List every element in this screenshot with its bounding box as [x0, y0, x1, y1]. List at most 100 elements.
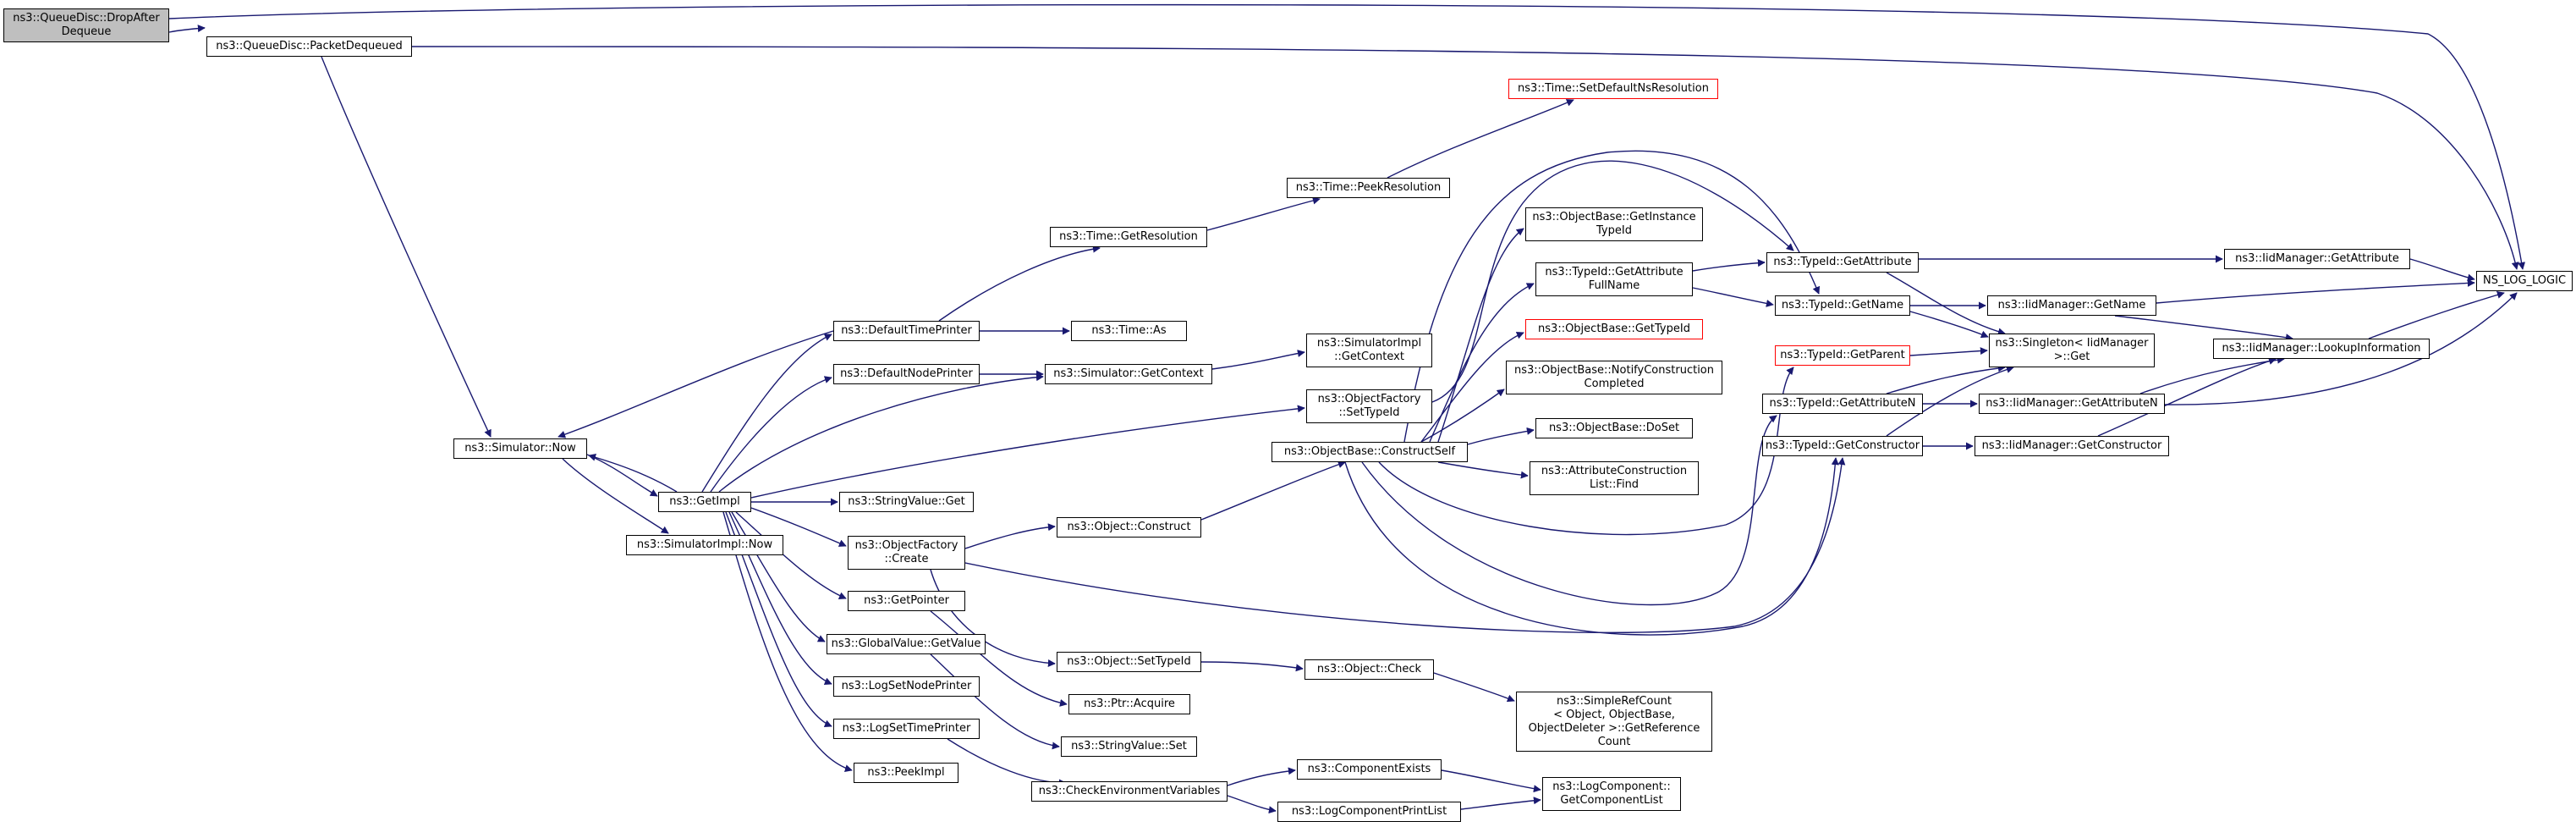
node-typeid-getparent[interactable]: ns3::TypeId::GetParent: [1775, 345, 1910, 366]
edge-iidmanager-getname-to-ns-log-logic: [2156, 278, 2475, 304]
node-time-getresolution[interactable]: ns3::Time::GetResolution: [1050, 227, 1207, 247]
edge-iidmanager-getconstructor-to-lookupinformation: [2097, 357, 2277, 437]
edge-object-construct-to-constructself: [1200, 460, 1346, 521]
edge-packetdequeued-to-simulator-now: [321, 56, 492, 438]
edge-getpointer-to-ptr-acquire: [930, 610, 1068, 707]
edge-getimpl-to-getpointer: [735, 511, 847, 599]
edge-getimpl-to-peekimpl: [722, 511, 853, 772]
edge-constructself-to-objectbase-doset: [1467, 427, 1535, 445]
edge-typeid-getattribute-to-singleton-get: [1886, 272, 2006, 336]
edge-object-check-to-simplerefcount: [1433, 672, 1515, 703]
node-singleton-iidmanager-get[interactable]: ns3::Singleton< IidManager >::Get: [1989, 334, 2155, 367]
edge-packetdequeued-to-ns-log-logic: [411, 46, 2519, 270]
node-ns-log-logic[interactable]: NS_LOG_LOGIC: [2476, 271, 2573, 291]
node-objectfactory-settypeid[interactable]: ns3::ObjectFactory ::SetTypeId: [1306, 389, 1432, 423]
node-time-setdefaultnsresolution[interactable]: ns3::Time::SetDefaultNsResolution: [1508, 79, 1718, 99]
edge-simulator-now-to-getimpl: [586, 454, 658, 497]
edge-time-peekresolution-to-setdefaultnsresolution: [1387, 99, 1574, 179]
node-queuedisc-packetdequeued[interactable]: ns3::QueueDisc::PacketDequeued: [206, 36, 412, 57]
node-object-construct[interactable]: ns3::Object::Construct: [1057, 517, 1201, 538]
edge-iidmanager-getname-to-lookupinformation: [2114, 315, 2293, 342]
edge-iidmanager-getattribute-to-ns-log-logic: [2409, 258, 2475, 282]
node-iidmanager-lookupinformation[interactable]: ns3::IidManager::LookupInformation: [2213, 339, 2430, 359]
edge-getimpl-to-defaultnodeprinter: [710, 376, 832, 493]
node-logsettimeprinter[interactable]: ns3::LogSetTimePrinter: [833, 719, 980, 739]
node-stringvalue-get[interactable]: ns3::StringValue::Get: [839, 492, 974, 512]
edge-defaulttimeprinter-to-simulator-now: [557, 330, 834, 438]
edge-getimpl-to-globalvalue-getvalue: [731, 511, 826, 642]
edge-constructself-to-typeid-getname: [1403, 150, 1821, 443]
node-objectbase-constructself[interactable]: ns3::ObjectBase::ConstructSelf: [1272, 442, 1468, 462]
node-simulator-now[interactable]: ns3::Simulator::Now: [453, 438, 587, 459]
node-logcomponentprintlist[interactable]: ns3::LogComponentPrintList: [1277, 802, 1461, 822]
edge-dropafterdequeue-to-ns-log-logic: [168, 3, 2526, 270]
edge-objectfactory-create-to-object-construct: [964, 523, 1056, 549]
edge-dropafterdequeue-to-packetdequeued: [168, 25, 206, 33]
edge-iidmanager-getattributen-to-lookupinformation: [2139, 356, 2285, 394]
edge-typeid-getattributen-to-singleton-get: [1886, 364, 2006, 394]
node-peekimpl[interactable]: ns3::PeekImpl: [854, 763, 958, 783]
edge-getimpl-to-defaulttimeprinter: [701, 334, 832, 493]
node-simulator-getcontext[interactable]: ns3::Simulator::GetContext: [1045, 364, 1212, 384]
node-checkenvironmentvariables[interactable]: ns3::CheckEnvironmentVariables: [1031, 781, 1228, 802]
node-defaultnodeprinter[interactable]: ns3::DefaultNodePrinter: [833, 364, 980, 384]
node-objectfactory-create[interactable]: ns3::ObjectFactory ::Create: [848, 536, 965, 570]
edge-object-settypeid-to-object-check: [1200, 661, 1304, 672]
node-objectbase-doset[interactable]: ns3::ObjectBase::DoSet: [1535, 418, 1693, 438]
node-typeid-getattributen[interactable]: ns3::TypeId::GetAttributeN: [1762, 394, 1923, 414]
node-time-as[interactable]: ns3::Time::As: [1071, 321, 1187, 341]
edge-objectfactory-create-to-typeid-getconstructor: [964, 457, 1846, 633]
node-time-peekresolution[interactable]: ns3::Time::PeekResolution: [1287, 178, 1450, 198]
edge-getattributefullname-to-typeid-getname: [1692, 287, 1774, 307]
node-iidmanager-getattributen[interactable]: ns3::IidManager::GetAttributeN: [1979, 394, 2165, 414]
edge-constructself-to-typeid-getconstructor: [1344, 457, 1839, 636]
edge-simulator-getcontext-to-simulatorimpl-getcontext: [1211, 350, 1305, 370]
node-globalvalue-getvalue[interactable]: ns3::GlobalValue::GetValue: [827, 634, 986, 654]
node-attributeconstructionlist-find[interactable]: ns3::AttributeConstruction List::Find: [1530, 461, 1699, 495]
edge-getimpl-to-objectfactory-create: [750, 507, 847, 547]
edge-typeid-getparent-to-singleton-get: [1909, 347, 1988, 356]
node-simplerefcount-getreferencecount[interactable]: ns3::SimpleRefCount < Object, ObjectBase…: [1516, 692, 1712, 752]
edge-time-getresolution-to-time-peekresolution: [1206, 196, 1321, 231]
edge-constructself-to-notifyconstruction: [1420, 389, 1505, 443]
node-componentexists[interactable]: ns3::ComponentExists: [1297, 759, 1442, 780]
node-iidmanager-getname[interactable]: ns3::IidManager::GetName: [1987, 295, 2156, 316]
node-stringvalue-set[interactable]: ns3::StringValue::Set: [1061, 736, 1197, 757]
node-ptr-acquire[interactable]: ns3::Ptr::Acquire: [1068, 694, 1190, 714]
edge-typeid-getconstructor-to-singleton-get: [1886, 366, 2014, 437]
edge-componentexists-to-getcomponentlist: [1441, 769, 1541, 793]
node-objectbase-gettypeid[interactable]: ns3::ObjectBase::GetTypeId: [1525, 319, 1703, 339]
node-getimpl[interactable]: ns3::GetImpl: [658, 492, 751, 512]
node-typeid-getattribute[interactable]: ns3::TypeId::GetAttribute: [1766, 252, 1919, 273]
node-object-check[interactable]: ns3::Object::Check: [1304, 659, 1434, 680]
edge-getimpl-to-simulator-getcontext: [718, 373, 1044, 493]
edge-getimpl-to-simulator-now: [588, 453, 678, 493]
node-objectbase-notifyconstructioncompleted[interactable]: ns3::ObjectBase::NotifyConstruction Comp…: [1506, 361, 1722, 394]
edge-checkenvironmentvariables-to-logcomponentprintlist: [1227, 795, 1277, 814]
node-typeid-getconstructor[interactable]: ns3::TypeId::GetConstructor: [1762, 436, 1923, 456]
node-iidmanager-getattribute[interactable]: ns3::IidManager::GetAttribute: [2224, 249, 2410, 269]
edge-globalvalue-getvalue-to-stringvalue-set: [930, 653, 1060, 750]
node-typeid-getname[interactable]: ns3::TypeId::GetName: [1775, 295, 1910, 316]
edge-constructself-to-typeid-getparent: [1378, 367, 1794, 536]
edge-constructself-to-objectbase-gettypeid: [1420, 331, 1524, 443]
edge-getimpl-to-objectfactory-settypeid: [750, 405, 1305, 499]
node-simulatorimpl-now[interactable]: ns3::SimulatorImpl::Now: [626, 535, 783, 555]
node-typeid-getattributefullname[interactable]: ns3::TypeId::GetAttribute FullName: [1535, 262, 1693, 296]
edge-typeid-getname-to-singleton-get: [1909, 311, 1989, 339]
node-defaulttimeprinter[interactable]: ns3::DefaultTimePrinter: [833, 321, 980, 341]
node-simulatorimpl-getcontext[interactable]: ns3::SimulatorImpl ::GetContext: [1306, 334, 1432, 367]
edge-getattributefullname-to-typeid-getattribute: [1692, 259, 1766, 272]
edge-constructself-to-attributeconstructionlist-find: [1437, 461, 1529, 479]
node-object-settypeid[interactable]: ns3::Object::SetTypeId: [1057, 652, 1201, 672]
edge-iidmanager-getattributen-to-ns-log-logic: [2164, 292, 2518, 405]
node-logsetnodeprinter[interactable]: ns3::LogSetNodePrinter: [833, 676, 980, 697]
node-logcomponent-getcomponentlist[interactable]: ns3::LogComponent:: GetComponentList: [1542, 777, 1681, 811]
node-iidmanager-getconstructor[interactable]: ns3::IidManager::GetConstructor: [1975, 436, 2169, 456]
node-getpointer[interactable]: ns3::GetPointer: [848, 591, 965, 611]
node-queuedisc-dropafterdequeue[interactable]: ns3::QueueDisc::DropAfter Dequeue: [3, 8, 169, 42]
node-objectbase-getinstancetypeid[interactable]: ns3::ObjectBase::GetInstance TypeId: [1525, 207, 1703, 241]
edge-checkenvironmentvariables-to-componentexists: [1227, 767, 1296, 786]
edge-defaulttimeprinter-to-time-getresolution: [938, 245, 1101, 322]
